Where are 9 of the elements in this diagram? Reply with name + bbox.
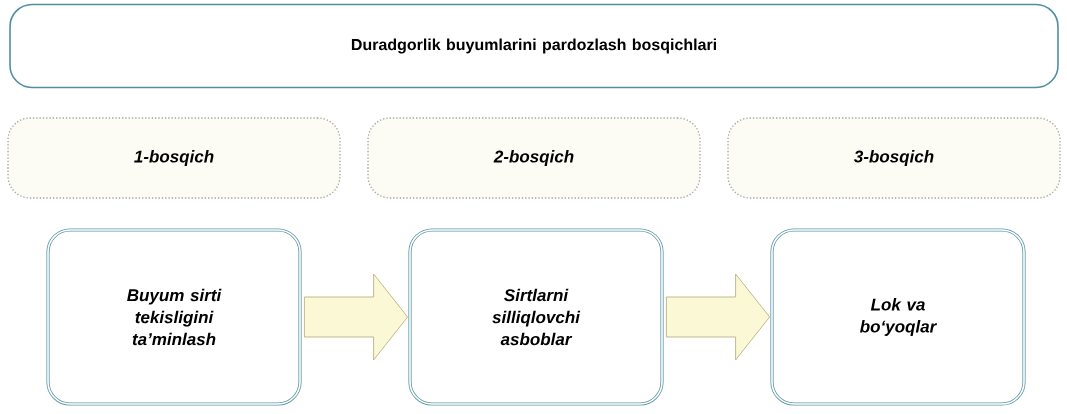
block-arrow: [666, 273, 770, 361]
stage-band: 1-bosqich: [7, 117, 341, 199]
stage-band: 3-bosqich: [727, 117, 1061, 199]
block-arrow: [304, 273, 408, 361]
stage-band: 2-bosqich: [367, 117, 701, 199]
header-box: Duradgorlik buyumlarini pardozlash bosqichlari: [9, 3, 1059, 89]
process-box: Buyum sirti tekisligini ta’minlash: [46, 228, 302, 406]
process-box: Lok va bo‘yoqlar: [770, 228, 1026, 406]
process-box: Sirtlarni silliqlovchi asboblar: [408, 228, 664, 406]
